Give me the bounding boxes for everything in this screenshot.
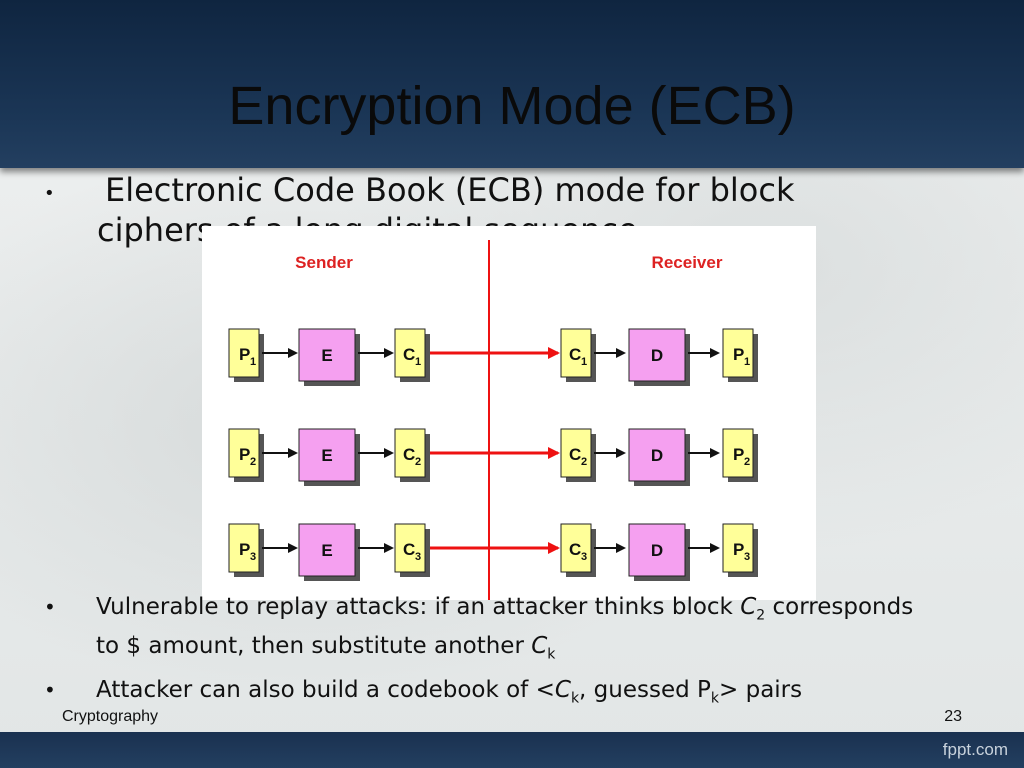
bullet-1-c2: C: [740, 594, 757, 620]
footer-bar: [0, 732, 1024, 768]
bullet-replay-attack: • Vulnerable to replay attacks: if an at…: [40, 592, 940, 669]
ciphertext-block-c3: C: [403, 540, 415, 559]
bullet-2-text-c: > pairs: [719, 677, 803, 704]
decrypt-box-2: D: [651, 446, 663, 465]
ciphertext-block-c2: C: [403, 445, 415, 464]
bullet-2-text-a: Attacker can also build a codebook of <: [96, 677, 555, 704]
bullet-codebook: • Attacker can also build a codebook of …: [40, 675, 940, 714]
received-block-c3: C: [569, 540, 581, 559]
ecb-row-3: P 3 E C 3 C 3 D P 3: [228, 523, 758, 581]
plaintext-block-p3: P: [239, 540, 250, 559]
sender-label: Sender: [295, 253, 353, 272]
encrypt-box-3: E: [321, 541, 332, 560]
ecb-row-1: P 1 E C 1 C 1 D P 1: [228, 328, 758, 386]
c1-subscript: 1: [415, 356, 421, 368]
bullet-2-ck-sub: k: [570, 690, 580, 707]
bullet-dot: •: [44, 678, 56, 703]
watermark: fppt.com: [942, 740, 1008, 759]
bullet-1-text-b: corresponds to $ amount, then substitute…: [96, 594, 914, 659]
slide-title: Encryption Mode (ECB): [228, 76, 796, 136]
ecb-row-2: P 2 E C 2 C 2 D P 2: [228, 428, 758, 486]
bullet-2-pk-sub: k: [710, 690, 720, 707]
received-block-c1: C: [569, 345, 581, 364]
bullet-1-c2-sub: 2: [756, 607, 766, 624]
rc3-subscript: 3: [581, 551, 587, 563]
bullet-2-ck: C: [554, 677, 571, 704]
c2-subscript: 2: [415, 456, 421, 468]
bullet-dot: •: [44, 595, 56, 619]
bullet-list: • Vulnerable to replay attacks: if an at…: [40, 592, 940, 720]
rp1-subscript: 1: [744, 356, 750, 368]
bullet-1-ck-sub: k: [547, 646, 556, 663]
decrypt-box-1: D: [651, 346, 663, 365]
page-number: 23: [944, 708, 962, 725]
bullet-2-text-b: , guessed P: [579, 677, 711, 704]
recovered-block-p1: P: [733, 345, 744, 364]
received-block-c2: C: [569, 445, 581, 464]
recovered-block-p2: P: [733, 445, 744, 464]
top-bullet-line1: Electronic Code Book (ECB) mode for bloc…: [105, 171, 795, 209]
p2-subscript: 2: [250, 456, 256, 468]
p3-subscript: 3: [250, 551, 256, 563]
title-bar: [0, 0, 1024, 168]
recovered-block-p3: P: [733, 540, 744, 559]
bullet-1-text-a: Vulnerable to replay attacks: if an atta…: [96, 594, 741, 620]
ecb-diagram: Sender Receiver P 1 E C 1 C 1 D: [202, 226, 816, 600]
plaintext-block-p1: P: [239, 345, 250, 364]
c3-subscript: 3: [415, 551, 421, 563]
ciphertext-block-c1: C: [403, 345, 415, 364]
bullet-dot: •: [44, 183, 55, 204]
footer-text: Cryptography: [62, 708, 159, 725]
ecb-diagram-svg: Sender Receiver P 1 E C 1 C 1 D: [228, 240, 758, 600]
bullet-1-ck: C: [531, 632, 548, 659]
receiver-label: Receiver: [652, 253, 723, 272]
rc2-subscript: 2: [581, 456, 587, 468]
encrypt-box-1: E: [321, 346, 332, 365]
rp2-subscript: 2: [744, 456, 750, 468]
rp3-subscript: 3: [744, 551, 750, 563]
plaintext-block-p2: P: [239, 445, 250, 464]
encrypt-box-2: E: [321, 446, 332, 465]
p1-subscript: 1: [250, 356, 256, 368]
rc1-subscript: 1: [581, 356, 587, 368]
decrypt-box-3: D: [651, 541, 663, 560]
